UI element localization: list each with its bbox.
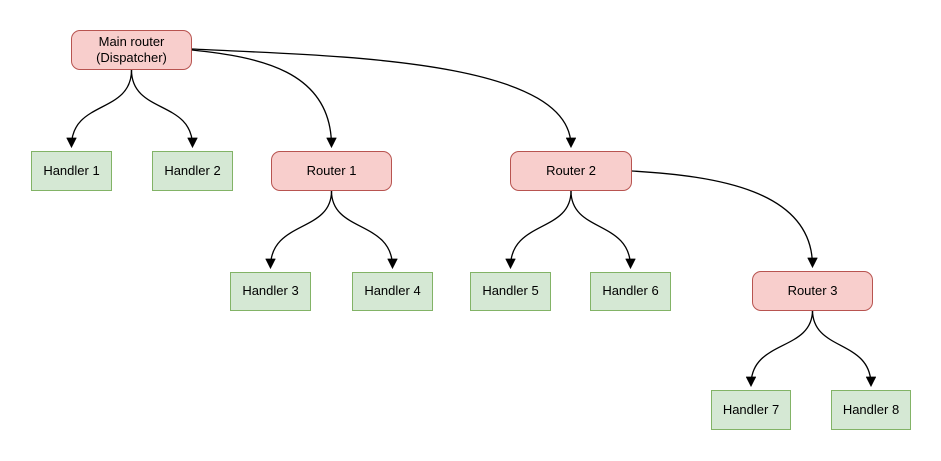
handler-6-label: Handler 6 <box>602 283 659 299</box>
edge-router-2-to-handler-5 <box>505 190 572 270</box>
edge-router-3-to-handler-8 <box>811 309 877 388</box>
handler-5-label: Handler 5 <box>482 283 539 299</box>
router-1-label: Router 1 <box>306 162 357 178</box>
edge-router-3-to-handler-7 <box>745 309 814 388</box>
handler-3-node: Handler 3 <box>230 272 311 311</box>
handler-7-label: Handler 7 <box>722 401 780 417</box>
router-3-label: Router 3 <box>787 282 838 298</box>
router-2-label: Router 2 <box>546 162 596 178</box>
main-router-label: Main router <box>98 33 165 49</box>
handler-7-node: Handler 7 <box>711 390 791 430</box>
handler-8-label: Handler 8 <box>842 401 900 417</box>
edge-router-1-to-handler-4 <box>330 190 398 270</box>
edge-router-2-to-handler-6 <box>570 190 636 270</box>
edge-main-router-to-router-2 <box>191 48 577 149</box>
router-2-node: Router 2 <box>510 151 632 191</box>
edge-router-2-to-router-3 <box>631 170 818 269</box>
handler-3-label: Handler 3 <box>242 283 299 299</box>
handler-1-label: Handler 1 <box>43 162 100 178</box>
main-router-label: (Dispatcher) <box>96 50 167 65</box>
edge-main-router-to-handler-1 <box>66 69 133 149</box>
router-3-node: Router 3 <box>752 271 873 311</box>
handler-2-label: Handler 2 <box>164 162 221 178</box>
handler-1-node: Handler 1 <box>31 151 112 191</box>
handler-8-node: Handler 8 <box>831 390 911 430</box>
handler-2-node: Handler 2 <box>152 151 233 191</box>
main-router-node: Main router(Dispatcher) <box>71 30 192 70</box>
edge-main-router-to-handler-2 <box>130 69 198 149</box>
edge-router-1-to-handler-3 <box>265 190 333 270</box>
router-1-node: Router 1 <box>271 151 392 191</box>
handler-4-node: Handler 4 <box>352 272 433 311</box>
handler-6-node: Handler 6 <box>590 272 671 311</box>
edge-main-router-to-router-1 <box>191 49 337 149</box>
handler-5-node: Handler 5 <box>470 272 551 311</box>
handler-4-label: Handler 4 <box>364 283 421 299</box>
